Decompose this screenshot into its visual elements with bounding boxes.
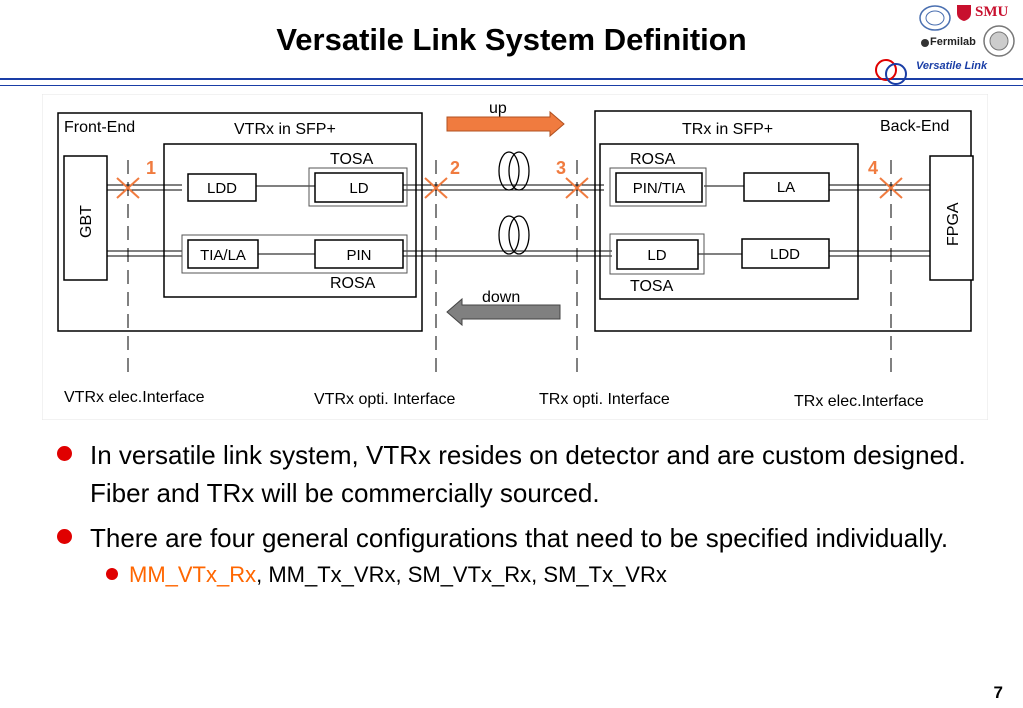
pin-tia-block	[615, 172, 703, 203]
la-block	[743, 172, 830, 202]
ldd-left-block	[187, 173, 257, 202]
front-end-box	[57, 112, 423, 332]
fermilab-logo: Fermilab	[930, 36, 976, 48]
sub-bullet-dot-icon	[106, 568, 118, 580]
cern-logo-icon	[919, 5, 951, 31]
ldd-left-label: LDD	[207, 180, 237, 197]
diagram-background	[42, 94, 988, 420]
la-label: LA	[777, 179, 795, 196]
trx-label: TRx in SFP+	[682, 121, 773, 138]
ld-left-label: LD	[349, 180, 368, 197]
page-title: Versatile Link System Definition	[276, 22, 747, 57]
back-end-label: Back-End	[880, 118, 949, 135]
ld-right-label: LD	[647, 247, 666, 264]
ldd-right-label: LDD	[770, 246, 800, 263]
tosa-left-label: TOSA	[330, 151, 374, 168]
bullet-list: In versatile link system, VTRx resides o…	[56, 436, 1016, 589]
interface-label-vtrx-elec: VTRx elec.Interface	[64, 389, 205, 406]
sub-bullet-item: MM_VTx_Rx, MM_Tx_VRx, SM_VTx_Rx, SM_Tx_V…	[56, 561, 1016, 589]
pin-tia-frame	[609, 167, 707, 207]
oxford-crest-icon	[983, 25, 1015, 57]
down-label: down	[482, 289, 520, 306]
bullet-dot-icon	[57, 446, 72, 461]
versatile-link-logo-icon	[875, 59, 907, 85]
ld-left-block	[314, 172, 404, 203]
header-rule	[0, 78, 1023, 80]
page-number: 7	[993, 683, 1003, 702]
tosa-left-frame	[308, 167, 408, 207]
header-rule-thin	[0, 85, 1023, 86]
bullet-dot-icon	[57, 529, 72, 544]
tia-la-block	[187, 239, 259, 269]
fpga-label: FPGA	[945, 202, 962, 246]
tosa-right-frame	[609, 233, 705, 275]
marker-1: 1	[146, 158, 156, 178]
vtrx-label: VTRx in SFP+	[234, 121, 336, 138]
fiber-coil-lower-icon	[498, 215, 530, 255]
interface-cross-icons	[116, 177, 903, 199]
tosa-right-label: TOSA	[630, 278, 674, 295]
marker-2: 2	[450, 158, 460, 178]
marker-3: 3	[556, 158, 566, 178]
interface-label-trx-elec: TRx elec.Interface	[794, 393, 924, 410]
tia-la-frame	[181, 234, 408, 274]
bullet-text: In versatile link system, VTRx resides o…	[90, 440, 966, 508]
ld-right-block	[616, 239, 699, 270]
interface-label-vtrx-opti: VTRx opti. Interface	[314, 391, 455, 408]
fermilab-icon	[921, 39, 929, 47]
gbt-block	[63, 155, 108, 281]
ldd-right-block	[741, 238, 830, 269]
pin-left-block	[314, 239, 404, 269]
bullet-text: There are four general configurations th…	[90, 523, 949, 553]
front-end-label: Front-End	[64, 119, 135, 136]
rosa-left-label: ROSA	[330, 275, 376, 292]
pin-tia-label: PIN/TIA	[633, 180, 686, 197]
system-diagram: Front-End VTRx in SFP+ Back-End TRx in S…	[42, 94, 988, 420]
rosa-right-label: ROSA	[630, 151, 676, 168]
bullet-item: There are four general configurations th…	[56, 519, 1016, 557]
interface-label-trx-opti: TRx opti. Interface	[539, 391, 670, 408]
marker-4: 4	[868, 158, 878, 178]
vtrx-box	[163, 143, 417, 298]
trx-box	[599, 143, 859, 300]
tia-la-label: TIA/LA	[200, 247, 246, 264]
smu-shield-icon	[957, 5, 971, 21]
up-label: up	[489, 100, 507, 117]
header-tag: Versatile Link	[916, 60, 988, 72]
fpga-block	[929, 155, 974, 281]
interface-dashed-lines	[127, 160, 892, 379]
sub-bullet-highlight: MM_VTx_Rx	[129, 562, 257, 587]
pin-left-label: PIN	[346, 247, 371, 264]
fiber-coil-upper-icon	[498, 151, 530, 191]
sub-bullet-text: , MM_Tx_VRx, SM_VTx_Rx, SM_Tx_VRx	[256, 562, 667, 587]
smu-logo: SMU	[975, 4, 1009, 20]
down-arrow-icon	[446, 297, 561, 327]
bullet-item: In versatile link system, VTRx resides o…	[56, 436, 1016, 512]
up-arrow-icon	[446, 110, 565, 138]
gbt-label: GBT	[78, 205, 95, 238]
